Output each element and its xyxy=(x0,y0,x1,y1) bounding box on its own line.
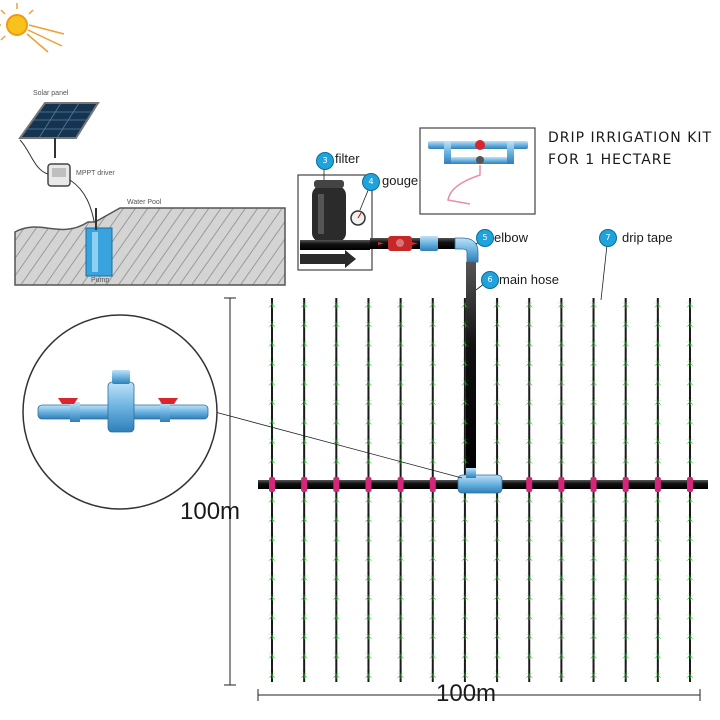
connector-fitting xyxy=(590,477,597,492)
callout-badge-drip-tape: 7 xyxy=(599,229,617,247)
connector-fitting xyxy=(301,477,308,492)
callout-main-hose: main hose xyxy=(499,272,559,287)
field xyxy=(258,298,708,682)
callout-badge-gouge: 4 xyxy=(362,173,380,191)
main-pipe xyxy=(370,236,479,472)
callout-gouge: gouge xyxy=(382,173,419,188)
connector-fitting xyxy=(269,477,275,492)
water-pool xyxy=(14,207,286,286)
kit-inset xyxy=(419,127,536,215)
connector-fitting xyxy=(526,477,533,492)
connector-fitting xyxy=(429,477,436,492)
mppt-label: MPPT driver xyxy=(76,170,115,177)
tee-fitting-icon xyxy=(457,468,503,494)
callout-elbow: elbow xyxy=(494,230,528,245)
pressure-gauge-icon xyxy=(350,210,366,226)
connector-fitting xyxy=(365,477,372,492)
dimension-width: 100m xyxy=(180,498,241,525)
solar-panel-label: Solar panel xyxy=(33,90,69,97)
kit-title-line2: FOR 1 HECTARE xyxy=(548,152,673,168)
connector-fitting xyxy=(558,477,565,492)
connector-fitting xyxy=(333,477,340,492)
callout-badge-elbow: 5 xyxy=(476,229,494,247)
callout-badge-main-hose: 6 xyxy=(481,271,499,289)
solar-panel-icon xyxy=(18,102,100,233)
connector-fitting xyxy=(654,477,661,492)
pump-label: Pump xyxy=(91,277,110,284)
connector-fitting xyxy=(397,477,404,492)
callout-filter: filter xyxy=(335,151,360,166)
dimension-lines xyxy=(224,297,701,701)
dimension-length: 100m xyxy=(436,680,497,707)
elbow-icon xyxy=(454,237,479,263)
connector-fitting xyxy=(687,477,693,492)
sun-icon xyxy=(0,3,65,53)
zoom-inset xyxy=(22,314,463,510)
callout-badge-filter: 3 xyxy=(316,152,334,170)
valve-icon xyxy=(388,236,412,251)
water-pool-label: Water Pool xyxy=(127,199,162,206)
connector-fitting xyxy=(622,477,629,492)
filter-assembly xyxy=(297,174,373,271)
callout-drip-tape: drip tape xyxy=(622,230,673,245)
kit-title-line1: DRIP IRRIGATION KIT xyxy=(548,130,713,146)
filter-icon xyxy=(312,180,346,242)
